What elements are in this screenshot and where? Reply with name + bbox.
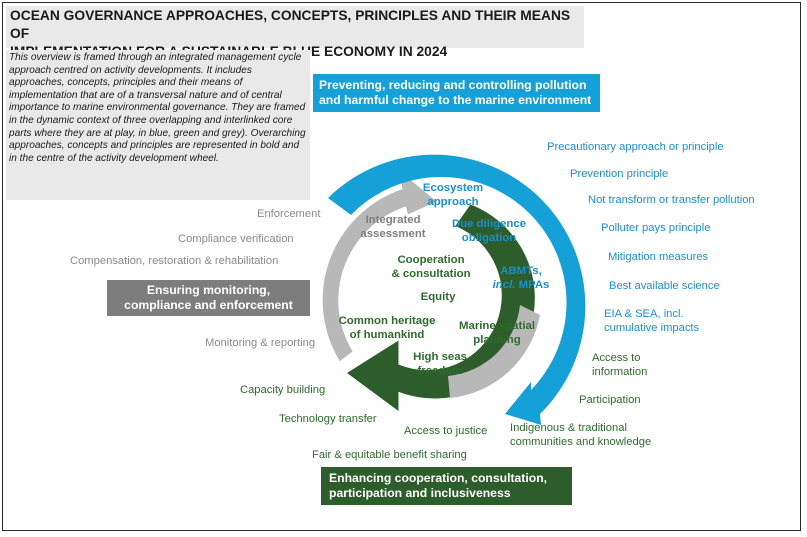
label-access-to: Access to bbox=[592, 352, 641, 364]
green-arc bbox=[347, 204, 535, 411]
inner-high-seas-freedom: High seas freedom bbox=[413, 351, 467, 377]
blue-arc bbox=[328, 154, 586, 425]
label-eia-sea: EIA & SEA, incl. bbox=[604, 308, 684, 320]
label-compensation-restoration: Compensation, restoration & rehabilitati… bbox=[70, 255, 279, 267]
label-participation: Participation bbox=[579, 394, 641, 406]
inner-due-diligence: Due diligence obligation bbox=[451, 218, 527, 244]
intro-background bbox=[6, 50, 310, 200]
label-enforcement: Enforcement bbox=[257, 208, 321, 220]
label-indigenous-traditional: Indigenous & traditional bbox=[510, 422, 627, 434]
intro-text: This overview is framed through an integ… bbox=[9, 52, 306, 164]
inner-integrated-assessment: Integrated assessment bbox=[360, 214, 426, 240]
label-polluter-pays: Polluter pays principle bbox=[601, 222, 711, 234]
inner-common-heritage: Common heritage of humankind bbox=[338, 315, 436, 341]
label-technology-transfer: Technology transfer bbox=[279, 413, 377, 425]
label-prevention-principle: Prevention principle bbox=[570, 168, 669, 180]
banner-cooperation-participation: Enhancing cooperation, consultation, par… bbox=[321, 467, 572, 505]
grey-arc-tail bbox=[448, 305, 540, 398]
inner-cooperation-consultation: Cooperation & consultation bbox=[391, 254, 471, 280]
inner-marine-spatial-planning: Marine spatial planning bbox=[459, 320, 535, 346]
label-best-available-science: Best available science bbox=[609, 280, 720, 292]
title-background bbox=[6, 6, 584, 48]
label-capacity-building: Capacity building bbox=[240, 384, 326, 396]
label-mitigation-measures: Mitigation measures bbox=[608, 251, 709, 263]
label-compliance-verification: Compliance verification bbox=[178, 233, 294, 245]
label-benefit-sharing: Fair & equitable benefit sharing bbox=[312, 449, 467, 461]
label-monitoring-reporting: Monitoring & reporting bbox=[205, 337, 316, 349]
label-information: information bbox=[592, 366, 648, 378]
banner-monitoring-compliance: Ensuring monitoring, compliance and enfo… bbox=[107, 280, 310, 316]
inner-ecosystem-approach: Ecosystem approach bbox=[422, 182, 484, 208]
label-precautionary-approach: Precautionary approach or principle bbox=[547, 141, 724, 153]
title-line-1: OCEAN GOVERNANCE APPROACHES, CONCEPTS, P… bbox=[10, 8, 571, 41]
inner-equity: Equity bbox=[420, 291, 456, 303]
label-communities-knowledge: communities and knowledge bbox=[510, 436, 652, 448]
label-cumulative-impacts: cumulative impacts bbox=[604, 322, 700, 334]
grey-arc bbox=[322, 170, 437, 362]
label-access-to-justice: Access to justice bbox=[404, 425, 488, 437]
label-not-transform-pollution: Not transform or transfer pollution bbox=[588, 194, 755, 206]
inner-abmts-mpas: ABMTs, incl. MPAs bbox=[492, 265, 550, 291]
figure-frame bbox=[2, 2, 801, 531]
banner-pollution-prevention: Preventing, reducing and controlling pol… bbox=[313, 74, 600, 112]
